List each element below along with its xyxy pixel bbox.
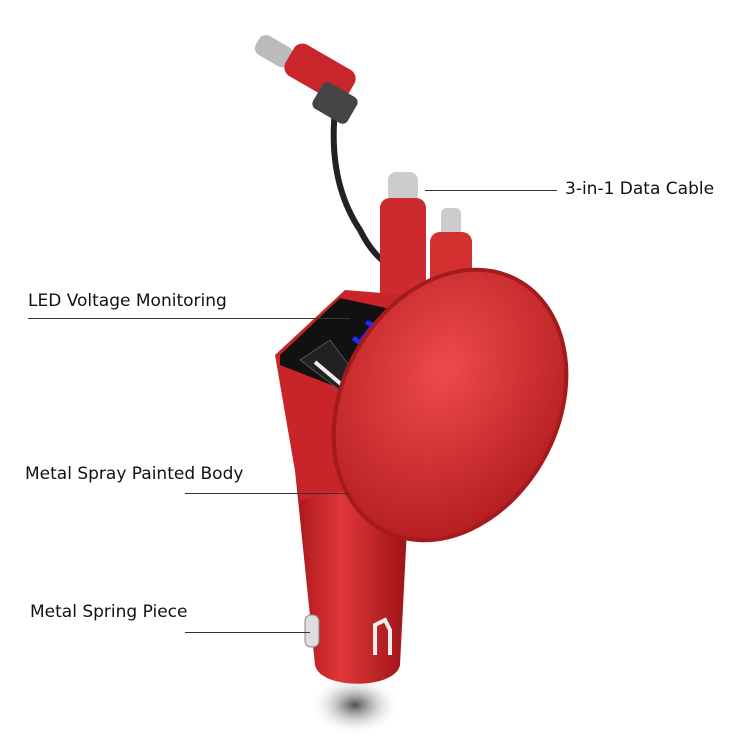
- leader-line-body: [185, 493, 350, 494]
- usb-c-connector: [380, 172, 426, 308]
- label-led-voltage: LED Voltage Monitoring: [28, 291, 227, 311]
- cable-reel-disc: [331, 267, 569, 543]
- label-data-cable: 3-in-1 Data Cable: [565, 179, 715, 199]
- leader-line-led: [28, 318, 350, 319]
- spring-contact-right: [373, 617, 392, 655]
- spring-contact-left: [304, 614, 320, 648]
- leader-line-data-cable: [425, 190, 557, 191]
- ground-shadow: [310, 675, 400, 735]
- label-body: Metal Spray Painted Body: [25, 464, 244, 484]
- leader-line-spring: [185, 632, 310, 633]
- cable: [330, 109, 397, 273]
- label-spring: Metal Spring Piece: [30, 602, 188, 622]
- usb-c-top-connector: [254, 35, 358, 124]
